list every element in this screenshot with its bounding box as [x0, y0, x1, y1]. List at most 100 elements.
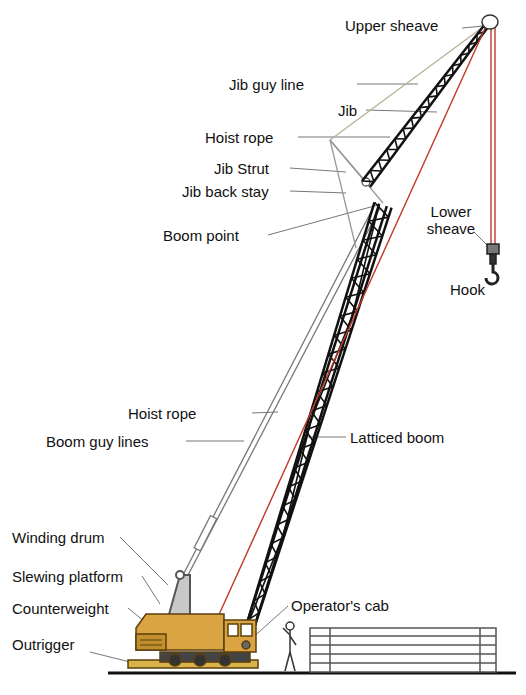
jib-lacing — [411, 118, 413, 128]
jib-lacing — [378, 159, 389, 161]
part-label: Jib guy line — [229, 76, 304, 93]
boom-lacing — [374, 202, 388, 217]
boom-lacing — [305, 430, 314, 443]
jib-lacing — [420, 108, 422, 118]
boom-guy-lines — [183, 206, 380, 577]
jib-lacing — [476, 34, 478, 42]
jib-chord — [370, 26, 489, 187]
part-label: Hook — [450, 281, 485, 298]
part-label: Counterweight — [12, 600, 109, 617]
jib-lacing — [395, 138, 406, 140]
jib-lacing — [403, 129, 405, 139]
jib-lacing — [370, 170, 374, 181]
jib-lacing — [403, 127, 413, 129]
jib-lacing — [395, 139, 398, 149]
boom-lacing — [351, 278, 363, 292]
boom-lacing — [282, 500, 296, 506]
upper-sheave — [482, 15, 498, 29]
boom-lacing — [282, 506, 289, 519]
jib-lacing — [469, 42, 477, 44]
boom-foot-chord — [250, 206, 387, 641]
part-label: Jib back stay — [182, 183, 269, 200]
latticed-boom — [242, 202, 391, 641]
jib-lacing — [453, 64, 461, 66]
pipe-stack — [310, 628, 496, 672]
jib-lacing — [387, 150, 390, 161]
part-label: Lower sheave — [420, 203, 482, 237]
boom-lacing — [259, 582, 265, 594]
boom-lacing — [277, 525, 284, 538]
part-label: Jib — [338, 102, 357, 119]
boom-lacing — [340, 316, 352, 330]
boom-lacing — [294, 468, 302, 481]
boom-chord — [250, 208, 392, 641]
boom-foot-lacing — [311, 315, 353, 421]
jib-lacing — [428, 96, 437, 97]
jib-lacing — [378, 160, 381, 171]
hook-block — [486, 244, 499, 284]
part-label: Slewing platform — [12, 568, 123, 585]
part-label: Boom point — [163, 227, 239, 244]
boom-lacing — [357, 259, 370, 273]
boom-lacing — [305, 424, 320, 430]
boom-lacing — [317, 387, 333, 392]
boom-lacing — [346, 293, 364, 298]
part-label: Upper sheave — [345, 17, 438, 34]
part-label: Hoist rope — [128, 405, 196, 422]
boom-lacing — [300, 443, 315, 449]
jib-lacing — [387, 149, 398, 151]
jib-lacing — [362, 180, 374, 182]
boom-lacing — [300, 449, 309, 462]
jib-lacing — [436, 85, 445, 86]
boom-lacing — [351, 274, 370, 279]
boom-lacing — [271, 544, 278, 556]
jib-lacing — [460, 55, 462, 64]
jib-lacing — [411, 117, 421, 119]
boom-lacing — [363, 236, 382, 240]
jib-lacing — [420, 107, 430, 108]
jib-lacing — [443, 76, 445, 85]
boom-lacing — [254, 601, 259, 613]
boom-lacing — [294, 462, 308, 468]
boom-lacing — [259, 575, 271, 582]
jib-lacing — [468, 45, 470, 53]
boom-lacing — [271, 538, 284, 544]
jib-lacing — [428, 97, 429, 106]
jib-lacing — [452, 66, 454, 75]
mast — [168, 571, 190, 618]
boom-lacing — [265, 563, 271, 575]
person — [283, 622, 296, 671]
part-label: Outrigger — [12, 636, 75, 653]
boom-lacing — [346, 297, 358, 311]
jib-lacing — [436, 87, 437, 96]
jib-lacing — [370, 170, 382, 172]
boom-lacing — [334, 330, 351, 335]
boom-lacing — [288, 481, 302, 487]
jib-lacing — [444, 74, 453, 76]
boom-lacing — [363, 240, 376, 255]
boom-lacing — [311, 411, 321, 424]
jib-lacing — [461, 53, 469, 55]
boom-lacing — [277, 519, 290, 525]
boom-lacing — [369, 217, 389, 221]
boom-lacing — [265, 556, 277, 562]
boom-lacing — [369, 221, 383, 236]
part-label: Winding drum — [12, 529, 105, 546]
jib-chord — [362, 24, 485, 181]
part-label: Operator's cab — [291, 597, 389, 614]
part-label: Hoist rope — [205, 129, 273, 146]
part-label: Latticed boom — [350, 429, 444, 446]
boom-lacing — [254, 594, 266, 601]
hoist-rope — [212, 24, 495, 630]
jib — [362, 24, 489, 187]
part-label: Jib Strut — [214, 160, 269, 177]
boom-chord — [242, 202, 374, 639]
part-label: Boom guy lines — [46, 433, 149, 450]
boom-lacing — [357, 255, 376, 259]
boom-lacing — [288, 487, 296, 500]
crane-body — [128, 614, 258, 668]
boom-lacing — [248, 613, 259, 620]
leader-lines — [90, 26, 487, 664]
